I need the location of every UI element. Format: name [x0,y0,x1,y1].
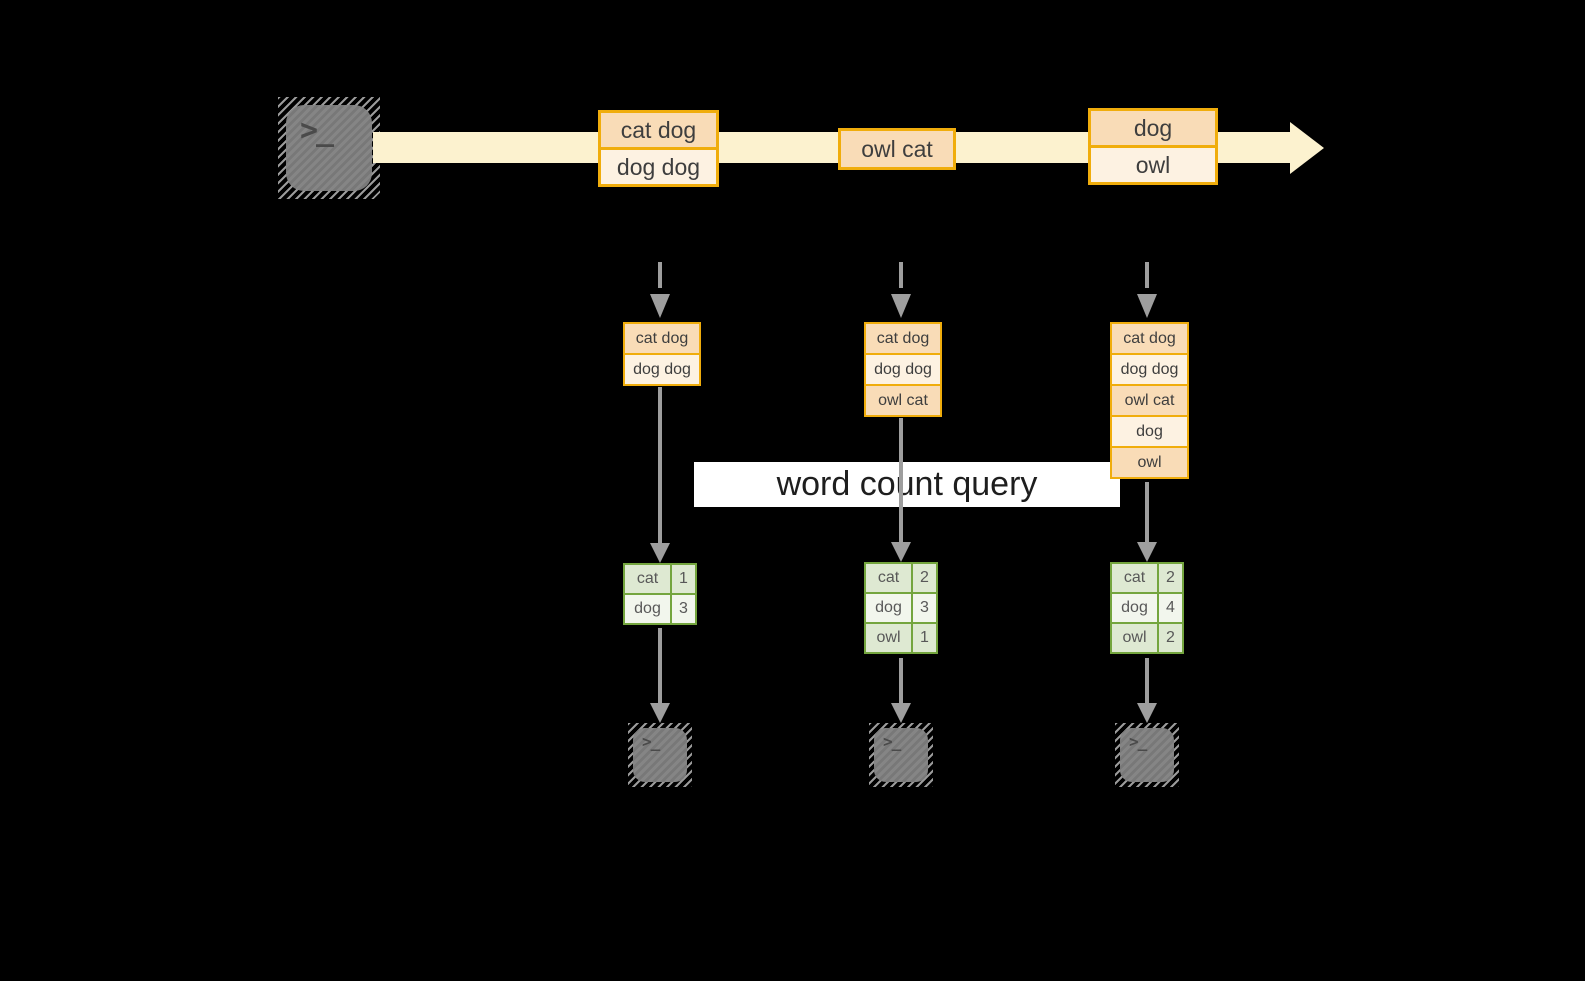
terminal-prompt-glyph: >_ [642,732,660,751]
terminal-icon-body: >_ [1120,728,1174,782]
record: cat dog [625,324,699,353]
word-cell: owl [1112,624,1157,652]
arrow [899,658,903,703]
terminal-prompt-glyph: >_ [1129,732,1147,751]
arrowhead-icon [891,703,911,723]
arrowhead-icon [1137,542,1157,562]
arrowhead-icon [650,703,670,723]
terminal-icon-body: >_ [874,728,928,782]
terminal-icon: >_ [278,97,380,199]
word-cell: owl [866,624,911,652]
record: dog dog [1112,355,1187,384]
count-cell: 1 [672,565,695,593]
stream-record: dog [1091,111,1215,145]
stream-batch-2: owl cat [838,128,956,170]
count-cell: 3 [913,594,936,622]
word-cell: dog [1112,594,1157,622]
terminal-prompt-glyph: >_ [300,113,334,148]
query-label: word count query [694,462,1120,507]
count-cell: 2 [913,564,936,592]
arrowhead-icon [891,542,911,562]
dashed-arrowhead-icon [1137,294,1157,318]
terminal-icon: >_ [628,723,692,787]
table-row: cat 2 [1112,564,1182,592]
query-label-text: word count query [776,465,1038,503]
micro-batch-3: cat dog dog dog owl cat dog owl [1110,322,1189,479]
count-cell: 3 [672,595,695,623]
table-row: cat 1 [625,565,695,593]
arrowhead-icon [1137,703,1157,723]
record: owl [1112,448,1187,477]
terminal-icon-body: >_ [286,105,372,191]
record: owl cat [866,386,940,415]
word-count-table-1: cat 1 dog 3 [623,563,697,625]
terminal-prompt-glyph: >_ [883,732,901,751]
word-cell: dog [866,594,911,622]
record: cat dog [1112,324,1187,353]
stream-batch-3: dog owl [1088,108,1218,185]
table-row: dog 3 [866,594,936,622]
terminal-icon: >_ [869,723,933,787]
record: owl cat [1112,386,1187,415]
record: dog [1112,417,1187,446]
arrow [658,387,662,543]
table-row: owl 1 [866,624,936,652]
dashed-arrow [1145,262,1149,288]
count-cell: 4 [1159,594,1182,622]
record: dog dog [866,355,940,384]
arrow [1145,658,1149,703]
word-count-table-2: cat 2 dog 3 owl 1 [864,562,938,654]
stream-record: cat dog [601,113,716,147]
stream-batch-1: cat dog dog dog [598,110,719,187]
word-cell: cat [866,564,911,592]
micro-batch-2: cat dog dog dog owl cat [864,322,942,417]
word-cell: cat [625,565,670,593]
arrow [1145,482,1149,542]
table-row: cat 2 [866,564,936,592]
count-cell: 2 [1159,564,1182,592]
word-count-table-3: cat 2 dog 4 owl 2 [1110,562,1184,654]
micro-batch-1: cat dog dog dog [623,322,701,386]
terminal-icon-body: >_ [633,728,687,782]
dashed-arrowhead-icon [650,294,670,318]
stream-record: owl [1091,148,1215,182]
word-cell: dog [625,595,670,623]
table-row: dog 4 [1112,594,1182,622]
count-cell: 2 [1159,624,1182,652]
dashed-arrowhead-icon [891,294,911,318]
arrowhead-icon [650,543,670,563]
record: cat dog [866,324,940,353]
record: dog dog [625,355,699,384]
table-row: owl 2 [1112,624,1182,652]
count-cell: 1 [913,624,936,652]
word-cell: cat [1112,564,1157,592]
dashed-arrow [899,262,903,288]
stream-record: owl cat [841,131,953,167]
table-row: dog 3 [625,595,695,623]
stream-record: dog dog [601,150,716,184]
arrow [658,628,662,703]
dashed-arrow [658,262,662,288]
terminal-icon: >_ [1115,723,1179,787]
arrow [899,418,903,542]
stream-arrowhead-icon [1290,122,1324,174]
